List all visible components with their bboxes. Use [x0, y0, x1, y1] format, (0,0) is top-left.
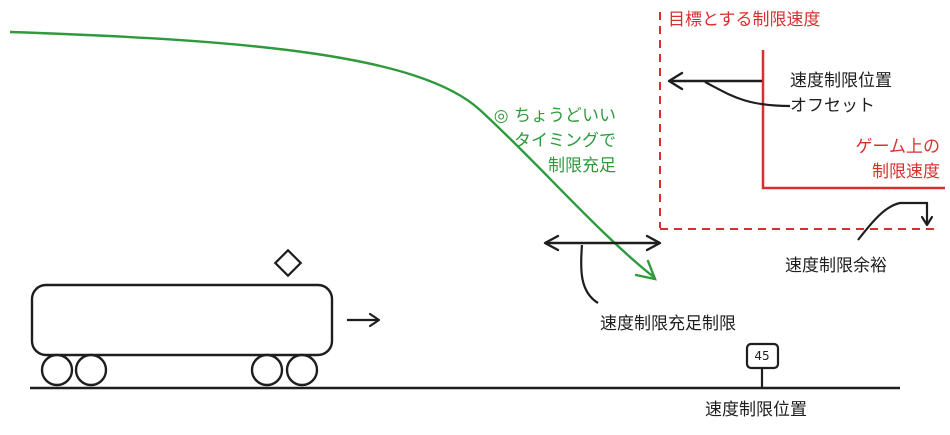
limit-position-label: 速度制限位置 — [705, 400, 807, 420]
good-timing-label-line3: 制限充足 — [548, 156, 616, 176]
game-speed-limit-line — [761, 50, 945, 190]
train-body — [30, 283, 334, 357]
train-wheel — [285, 353, 319, 387]
speed-limit-sign — [745, 342, 780, 370]
fulfill-left-arrowhead — [543, 234, 560, 252]
good-timing-label-line2: タイミングで — [514, 131, 616, 151]
train-wheel — [74, 353, 108, 387]
margin-arrow — [857, 201, 929, 241]
train-wheel — [250, 353, 284, 387]
fulfill-right-arrowhead — [645, 234, 662, 252]
offset-label-line1: 速度制限位置 — [790, 71, 892, 91]
train-wheel — [40, 353, 74, 387]
train — [30, 248, 334, 387]
margin-arrowhead — [920, 215, 934, 227]
game-speed-label-line1: ゲーム上の — [855, 137, 941, 157]
target-speed-label: 目標とする制限速度 — [668, 10, 821, 30]
offset-arrowhead — [667, 71, 684, 91]
speed-limit-sign-value: 45 — [754, 349, 770, 363]
braking-curve-arrowhead — [634, 259, 657, 281]
pantograph — [273, 248, 303, 278]
offset-label-line2: オフセット — [790, 96, 875, 116]
margin-label: 速度制限余裕 — [785, 256, 887, 276]
braking-curve — [9, 30, 656, 279]
game-speed-label-line2: 制限速度 — [872, 162, 940, 182]
good-timing-label-line1: ◎ ちょうどいい — [493, 106, 616, 126]
offset-leader-line — [704, 81, 791, 108]
motion-arrowhead — [368, 312, 381, 328]
fulfill-limit-label: 速度制限充足制限 — [600, 314, 736, 334]
fulfill-leader-line — [580, 244, 599, 304]
